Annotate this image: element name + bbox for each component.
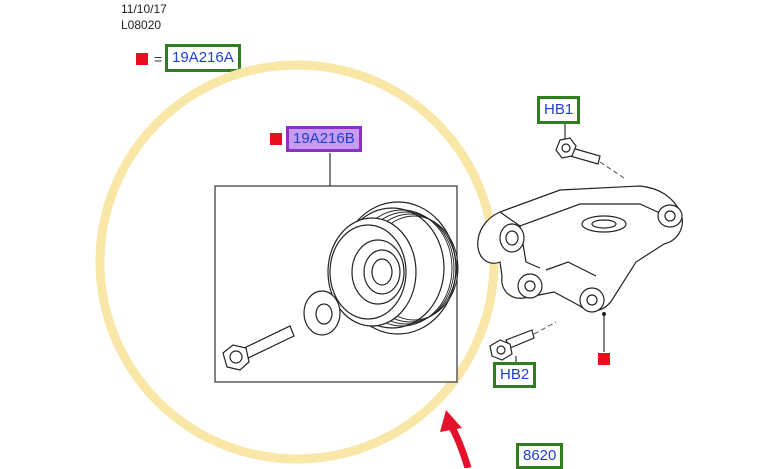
pulley-bolt-drawing <box>222 325 295 371</box>
tensioner-bracket-drawing <box>477 185 683 313</box>
red-arrow-head <box>440 410 462 432</box>
red-arrow <box>446 422 472 468</box>
washer-drawing <box>303 290 341 336</box>
pulley-red-marker <box>270 133 282 145</box>
callout-bolt-hb1[interactable]: HB1 <box>537 96 581 124</box>
legend-equals: = <box>154 51 163 67</box>
callout-idler-pulley[interactable]: 19A216B <box>286 126 362 152</box>
callout-bolt-hb2[interactable]: HB2 <box>493 362 537 388</box>
diagram-date: 11/10/17 <box>121 2 167 16</box>
bolt-hb2-drawing <box>489 329 535 361</box>
legend-red-marker <box>136 53 148 65</box>
bolt-hb1-drawing <box>555 137 601 165</box>
callout-belt[interactable]: 8620 <box>516 443 564 469</box>
idler-pulley-drawing <box>327 201 459 335</box>
legend-part-callout[interactable]: 19A216A <box>165 44 241 72</box>
diagram-code: L08020 <box>121 18 162 32</box>
bracket-red-marker <box>598 353 610 365</box>
